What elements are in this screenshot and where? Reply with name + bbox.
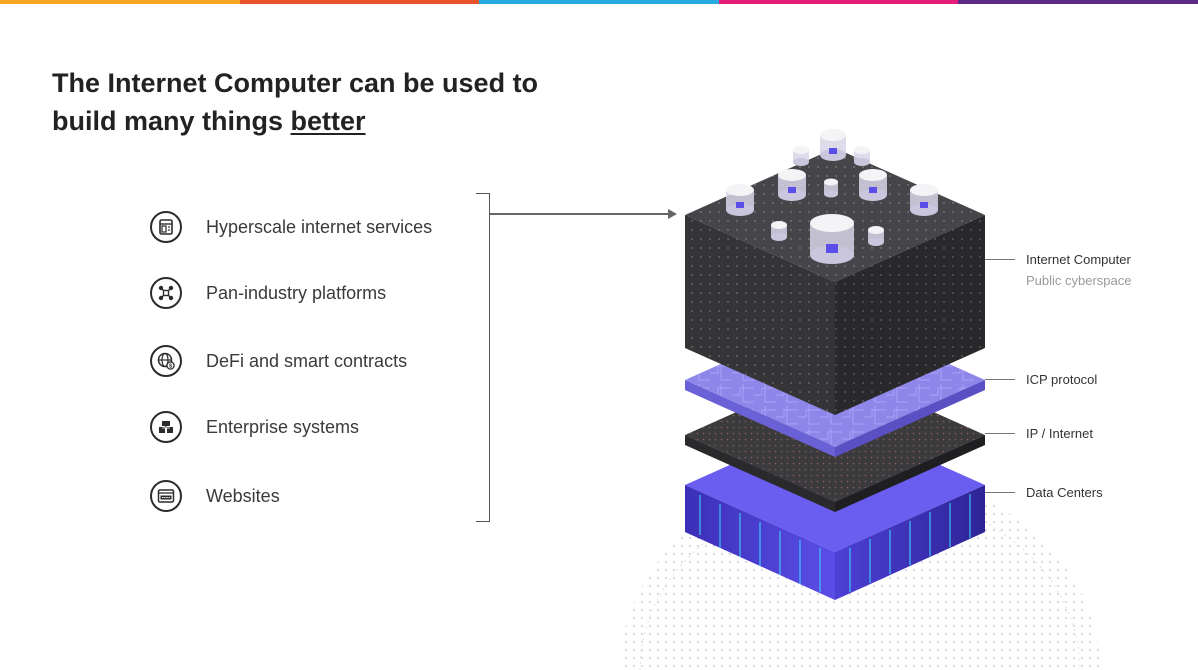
title-emphasis: better [290,106,366,136]
list-item-label: DeFi and smart contracts [206,350,408,371]
list-item-label: Hyperscale internet services [206,216,433,237]
svg-text:$: $ [169,363,172,369]
pointer-arrow-head [668,209,677,219]
pointer-arrow-line [490,213,670,215]
stripe-purple [958,0,1198,4]
layer-label-icp-protocol: ICP protocol [1026,372,1098,387]
leader-line-ip-internet [985,433,1015,435]
title-line-1: The Internet Computer can be used to [52,68,539,98]
page-title: The Internet Computer can be used to bui… [52,64,612,140]
list-item-label: Enterprise systems [206,416,360,437]
list-item-label: Websites [206,485,280,506]
leader-line-data-centers [985,492,1015,494]
top-color-stripe [0,0,1198,4]
canister-nodes [726,129,938,264]
server-list-icon [150,211,182,243]
layer-label-data-centers: Data Centers [1026,485,1103,500]
grouping-bracket [476,193,490,522]
layer-sublabel-public-cyberspace: Public cyberspace [1026,273,1132,288]
leader-line-icp-protocol [985,379,1015,381]
http-browser-icon [150,480,182,512]
network-nodes-icon [150,277,182,309]
stripe-blue [479,0,719,4]
list-item: Enterprise systems [150,411,359,443]
leader-line-internet-computer [985,259,1015,261]
list-item: Hyperscale internet services [150,211,432,243]
stripe-pink [718,0,959,4]
list-item: Websites [150,480,280,512]
list-item: Pan-industry platforms [150,277,386,309]
globe-coin-icon: $ [150,345,182,377]
layer-label-internet-computer: Internet Computer [1026,252,1131,267]
list-item-label: Pan-industry platforms [206,282,387,303]
building-icon [150,411,182,443]
list-item: $ DeFi and smart contracts [150,345,407,377]
stripe-red [239,0,480,4]
internet-computer-illustration [620,129,1100,670]
title-line-2: build many things better [52,102,612,140]
layer-label-ip-internet: IP / Internet [1026,426,1093,441]
stripe-orange [0,0,240,4]
title-line-2-prefix: build many things [52,106,291,136]
